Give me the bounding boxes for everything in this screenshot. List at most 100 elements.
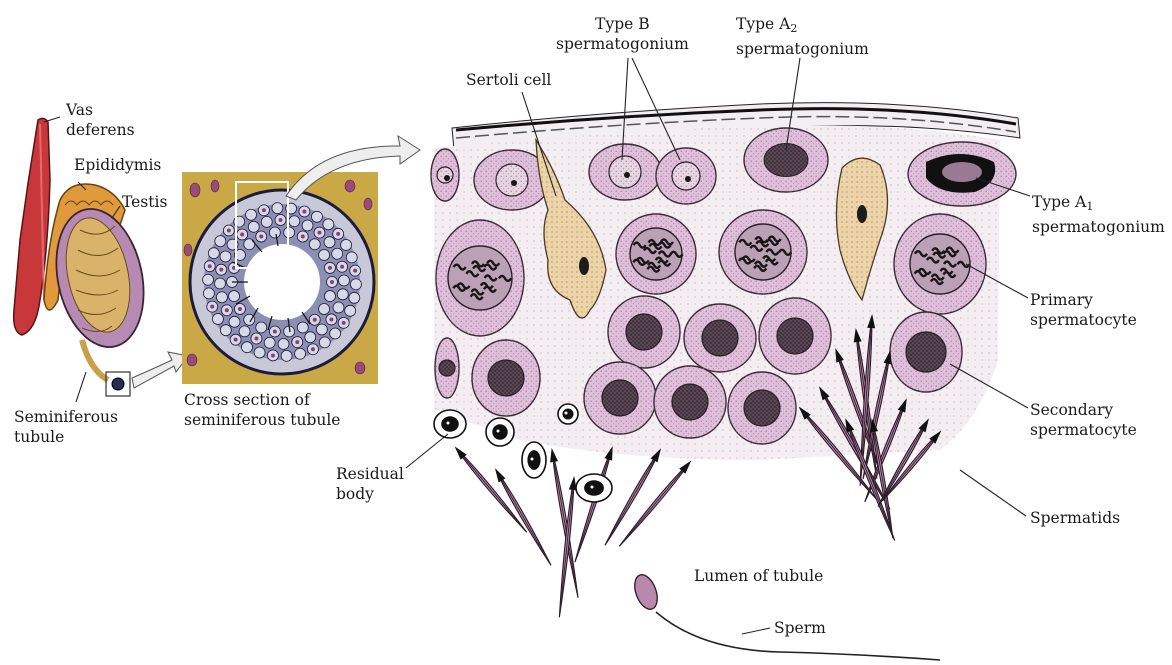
cross-section-cell <box>319 337 330 348</box>
label-sertoli-cell: Sertoli cell <box>466 70 551 90</box>
cross-section-cell <box>338 275 349 286</box>
label-epididymis: Epididymis <box>74 155 161 175</box>
cross-section-cell <box>324 291 335 302</box>
nucleolus <box>511 180 517 186</box>
label-lumen: Lumen of tubule <box>694 566 823 586</box>
cross-section-cell <box>261 216 272 227</box>
label-residual-line2: body <box>336 484 404 504</box>
cross-section-nucleus <box>340 265 344 269</box>
cross-section-nucleus <box>301 235 305 239</box>
cross-section-cell <box>309 239 320 250</box>
cross-section-cell <box>295 348 306 359</box>
spermatid-axoneme <box>624 471 682 540</box>
cross-section-cell <box>311 211 322 222</box>
cross-section-nucleus <box>254 336 258 340</box>
cross-section-nucleus <box>302 209 306 213</box>
cross-section-cell <box>272 203 283 214</box>
residual-body-core <box>584 480 604 495</box>
cross-section-cell <box>319 304 330 315</box>
cross-section-nucleus <box>330 280 334 284</box>
cross-section-nucleus <box>273 329 277 333</box>
label-residual-body: Residual body <box>336 464 404 504</box>
spermatocyte-nucleus <box>906 332 946 372</box>
cross-section-cell <box>203 288 214 299</box>
label-type-a1: Type A1 spermatogonium <box>1032 192 1165 237</box>
cross-section-cell <box>248 221 259 232</box>
cross-section-nucleus <box>262 208 266 212</box>
spermatocyte-nucleus <box>602 380 638 416</box>
cross-section-cell <box>254 347 265 358</box>
cross-section-cell <box>244 239 255 250</box>
cross-section-cell <box>212 314 223 325</box>
cross-section-cell <box>215 278 226 289</box>
label-seminiferous-line1: Seminiferous <box>14 407 118 427</box>
label-sperm: Sperm <box>774 618 826 638</box>
cross-section-nucleus <box>317 231 321 235</box>
spermatid-axoneme <box>502 480 547 558</box>
cross-section-nucleus <box>227 229 231 233</box>
cross-section-cell <box>229 316 240 327</box>
spermatocyte-nucleus <box>672 384 708 420</box>
cross-section-nucleus <box>210 305 214 309</box>
label-vas-deferens-line1: Vas <box>66 100 135 120</box>
cross-section <box>182 136 420 384</box>
cross-section-nucleus <box>311 347 315 351</box>
residual-body-core <box>527 450 540 470</box>
cross-section-cell <box>239 326 250 337</box>
cross-section-cell <box>297 322 308 333</box>
cross-section-cell <box>305 332 316 343</box>
nucleolus <box>624 172 630 178</box>
spermatid-head <box>548 447 558 462</box>
cross-section-cell <box>349 292 360 303</box>
label-vas-deferens: Vas deferens <box>66 100 135 140</box>
spermatocyte-nucleus <box>744 390 780 426</box>
chromatin-nucleus <box>448 246 512 310</box>
spermatogonium-nucleus-texture <box>496 164 528 196</box>
cross-section-nucleus <box>336 232 340 236</box>
cross-section-cell <box>337 289 348 300</box>
label-cross-section: Cross section of seminiferous tubule <box>184 390 340 430</box>
label-type-a1-line2: spermatogonium <box>1032 217 1165 237</box>
cross-section-nucleus <box>313 318 317 322</box>
cross-section-cell <box>341 239 352 250</box>
label-type-a2-line1: Type A2 <box>736 14 869 39</box>
cross-section-cell <box>281 350 292 361</box>
cross-section-nucleus <box>219 268 223 272</box>
cross-section-cell <box>203 274 214 285</box>
spermatid <box>492 466 555 567</box>
label-primary-line1: Primary <box>1030 290 1137 310</box>
residual-body-vacuole <box>497 430 500 433</box>
cross-section-cell <box>333 302 344 313</box>
spermatocyte-nucleus <box>488 360 524 396</box>
residual-body-vacuole <box>447 422 450 425</box>
label-type-a1-line1: Type A1 <box>1032 192 1165 217</box>
cross-section-cell <box>289 216 300 227</box>
cross-section-cell <box>246 209 257 220</box>
label-secondary-spermatocyte: Secondary spermatocyte <box>1030 400 1137 440</box>
cross-section-cell <box>269 227 280 238</box>
label-type-b-line2: spermatogonium <box>556 34 689 54</box>
cross-section-cell <box>284 227 295 238</box>
cross-section-nucleus <box>238 307 242 311</box>
label-secondary-line2: spermatocyte <box>1030 420 1137 440</box>
spermatocyte-nucleus <box>626 314 662 350</box>
spermatid <box>452 444 530 535</box>
spermatocyte-nucleus <box>702 320 738 356</box>
label-seminiferous-tubule: Seminiferous tubule <box>14 407 118 447</box>
spermatogonium-nucleus-texture <box>609 156 641 188</box>
cross-section-cell <box>346 252 357 263</box>
cross-section-nucleus <box>353 269 357 273</box>
cross-section-cell <box>216 292 227 303</box>
cross-section-cell <box>264 337 275 348</box>
cross-section-nucleus <box>225 308 229 312</box>
label-vas-deferens-line2: deferens <box>66 120 135 140</box>
cross-section-cell <box>323 219 334 230</box>
label-spermatids: Spermatids <box>1030 508 1120 528</box>
spermatogonium-nucleus-texture <box>672 162 700 190</box>
spermatid <box>571 445 616 564</box>
spermatocyte-nucleus <box>439 360 455 376</box>
label-residual-line1: Residual <box>336 464 404 484</box>
cross-section-cell <box>330 328 341 339</box>
cross-section-cell <box>278 338 289 349</box>
